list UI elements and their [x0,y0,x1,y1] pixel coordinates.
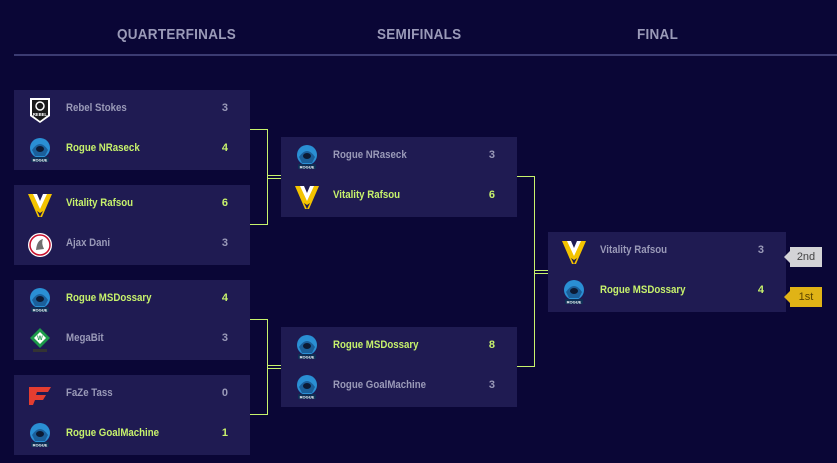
match-semifinal-2[interactable]: ROGUE Rogue MSDossary 8 ROGUE Rogue GoalM… [281,327,517,407]
team-score: 4 [221,142,228,154]
match-semifinal-1[interactable]: ROGUE Rogue NRaseck 3 Vitality Rafsou 6 [281,137,517,217]
match-quarterfinal-4[interactable]: FaZe Tass 0 ROGUE Rogue GoalMachine 1 [14,375,250,455]
svg-text:ROGUE: ROGUE [300,395,315,400]
team-row[interactable]: Vitality Rafsou 3 [548,232,786,272]
rogue-team-logo-icon: ROGUE [26,421,54,449]
team-row[interactable]: W MegaBit 3 [14,320,250,360]
team-row[interactable]: Vitality Rafsou 6 [14,185,250,225]
vitality-team-logo-icon [293,183,321,211]
team-row[interactable]: Ajax Dani 3 [14,225,250,265]
team-name: Rogue MSDossary [333,339,419,351]
team-name: Rogue MSDossary [600,284,686,296]
team-score: 4 [757,284,764,296]
team-name: Vitality Rafsou [333,189,401,201]
rogue-team-logo-icon: ROGUE [560,278,588,306]
team-score: 1 [221,427,228,439]
place-badge-second: 2nd [784,247,822,267]
team-name: Rogue NRaseck [66,142,140,154]
round-header: QUARTERFINALS SEMIFINALS FINAL [14,20,837,56]
ajax-team-logo-icon [26,231,54,259]
svg-text:ROGUE: ROGUE [300,165,315,170]
rogue-team-logo-icon: ROGUE [293,143,321,171]
werder-team-logo-icon: W [26,326,54,354]
svg-text:ROGUE: ROGUE [567,300,582,305]
rebel-team-logo-icon: REBEL [26,96,54,124]
rogue-team-logo-icon: ROGUE [26,286,54,314]
faze-team-logo-icon [26,381,54,409]
team-score: 8 [488,339,495,351]
svg-text:REBEL: REBEL [33,112,48,117]
rogue-team-logo-icon: ROGUE [293,333,321,361]
match-quarterfinal-2[interactable]: Vitality Rafsou 6 Ajax Dani 3 [14,185,250,265]
team-name: Ajax Dani [66,237,111,249]
vitality-team-logo-icon [560,238,588,266]
team-score: 3 [221,237,228,249]
team-row[interactable]: ROGUE Rogue GoalMachine 1 [14,415,250,455]
team-score: 6 [221,197,228,209]
team-score: 3 [488,379,495,391]
rogue-team-logo-icon: ROGUE [26,136,54,164]
team-row[interactable]: Vitality Rafsou 6 [281,177,517,217]
rogue-team-logo-icon: ROGUE [293,373,321,401]
vitality-team-logo-icon [26,191,54,219]
team-name: Rogue GoalMachine [333,379,427,391]
team-row[interactable]: REBEL Rebel Stokes 3 [14,90,250,130]
team-name: Rebel Stokes [66,102,127,114]
match-final[interactable]: Vitality Rafsou 3 ROGUE Rogue MSDossary 4 [548,232,786,312]
team-name: FaZe Tass [66,387,113,399]
svg-text:ROGUE: ROGUE [33,158,48,163]
svg-text:ROGUE: ROGUE [33,443,48,448]
match-quarterfinal-1[interactable]: REBEL Rebel Stokes 3 ROGUE Rogue NRaseck 4 [14,90,250,170]
team-name: Rogue GoalMachine [66,427,160,439]
team-row[interactable]: ROGUE Rogue MSDossary 8 [281,327,517,367]
team-score: 3 [221,332,228,344]
team-row[interactable]: ROGUE Rogue GoalMachine 3 [281,367,517,407]
team-score: 4 [221,292,228,304]
team-row[interactable]: ROGUE Rogue MSDossary 4 [14,280,250,320]
svg-text:ROGUE: ROGUE [33,308,48,313]
svg-text:ROGUE: ROGUE [300,355,315,360]
team-row[interactable]: ROGUE Rogue MSDossary 4 [548,272,786,312]
team-name: Rogue MSDossary [66,292,152,304]
team-row[interactable]: FaZe Tass 0 [14,375,250,415]
round-title-final: FINAL [637,26,679,43]
match-quarterfinal-3[interactable]: ROGUE Rogue MSDossary 4 W MegaBit 3 [14,280,250,360]
team-name: Vitality Rafsou [66,197,134,209]
team-score: 3 [221,102,228,114]
team-score: 3 [488,149,495,161]
place-badge-first: 1st [784,287,822,307]
team-score: 6 [488,189,495,201]
svg-text:W: W [37,336,43,342]
team-row[interactable]: ROGUE Rogue NRaseck 3 [281,137,517,177]
team-score: 3 [757,244,764,256]
team-name: MegaBit [66,332,104,344]
team-name: Vitality Rafsou [600,244,668,256]
round-title-quarterfinals: QUARTERFINALS [117,26,237,43]
team-row[interactable]: ROGUE Rogue NRaseck 4 [14,130,250,170]
round-title-semifinals: SEMIFINALS [377,26,462,43]
team-name: Rogue NRaseck [333,149,407,161]
team-score: 0 [221,387,228,399]
